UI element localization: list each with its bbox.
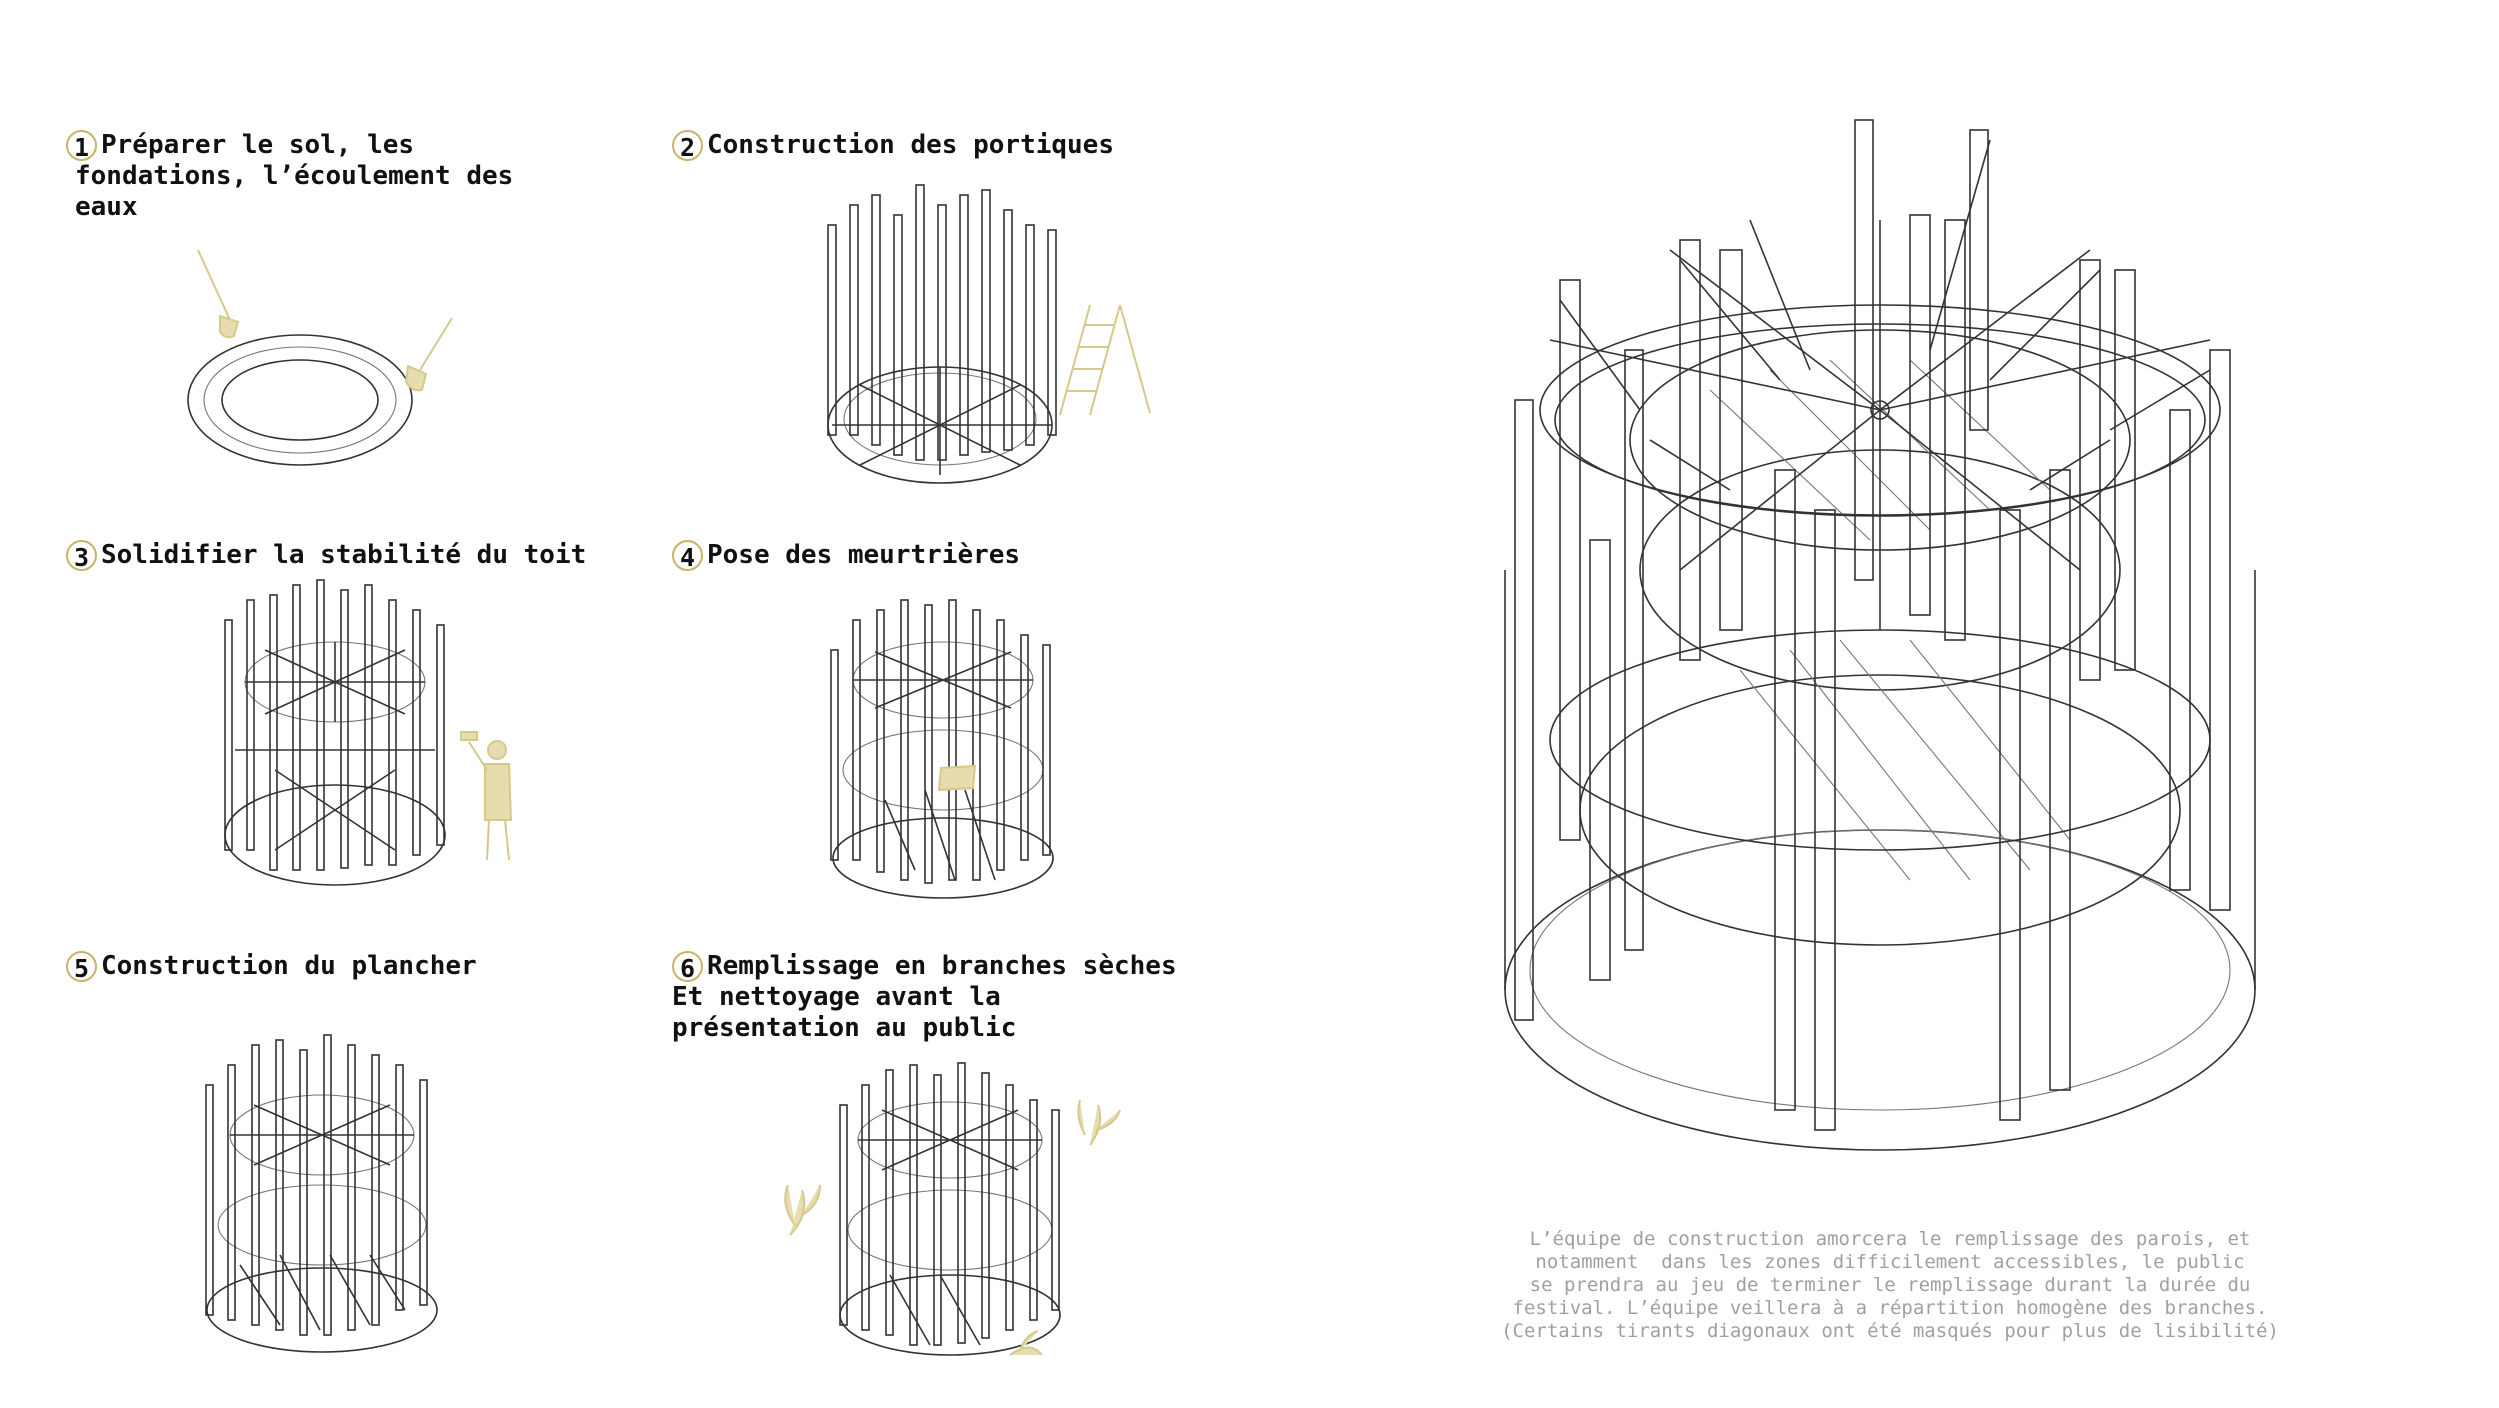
window-panel-icon (937, 764, 977, 792)
caption-line-2: notamment dans les zones difficilement a… (1535, 1251, 2245, 1273)
worker-hammer-icon (460, 731, 513, 861)
step-3-number: 3 (66, 540, 97, 572)
step-6-number: 6 (672, 951, 703, 983)
step-5-number: 5 (66, 951, 97, 983)
ladder-icon (1059, 304, 1151, 416)
step-1-title-line-3: eaux (75, 192, 138, 222)
step-5-title-line-1: Construction du plancher (101, 951, 477, 981)
step-3-illustration (224, 579, 513, 886)
caption-line-1: L’équipe de construction amorcera le rem… (1529, 1228, 2251, 1250)
caption-line-3: se prendra au jeu de terminer le remplis… (1529, 1274, 2251, 1296)
step-4-title-line-1: Pose des meurtrières (707, 540, 1021, 570)
step-1-title-line-1: Préparer le sol, les (101, 130, 415, 160)
step-1-number: 1 (66, 130, 97, 162)
step-6-title-line-2: Et nettoyage avant la (672, 982, 1001, 1012)
step-3-title-line-1: Solidifier la stabilité du toit (101, 540, 587, 570)
step-1-title-line-2: fondations, l’écoulement des (75, 161, 514, 191)
main-isometric-drawing (1504, 119, 2256, 1151)
step-1-illustration (187, 249, 453, 466)
step-2-number: 2 (672, 130, 703, 162)
step-4-illustration (830, 599, 1054, 899)
step-4-number: 4 (672, 540, 703, 572)
step-2-illustration (827, 184, 1151, 484)
step-6-illustration (784, 1062, 1121, 1356)
caption-line-5: (Certains tirants diagonaux ont été masq… (1501, 1320, 2279, 1342)
step-2-title-line-1: Construction des portiques (707, 130, 1114, 160)
step-6-title-line-3: présentation au public (672, 1013, 1017, 1043)
step-6-title-line-1: Remplissage en branches sèches (707, 951, 1177, 981)
step-5-illustration (205, 1034, 438, 1353)
shovel-icon (197, 249, 453, 392)
caption: L’équipe de construction amorcera le rem… (1470, 1228, 2310, 1343)
caption-line-4: festival. L’équipe veillera à a répartit… (1512, 1297, 2268, 1319)
branches-icon (784, 1099, 1121, 1356)
